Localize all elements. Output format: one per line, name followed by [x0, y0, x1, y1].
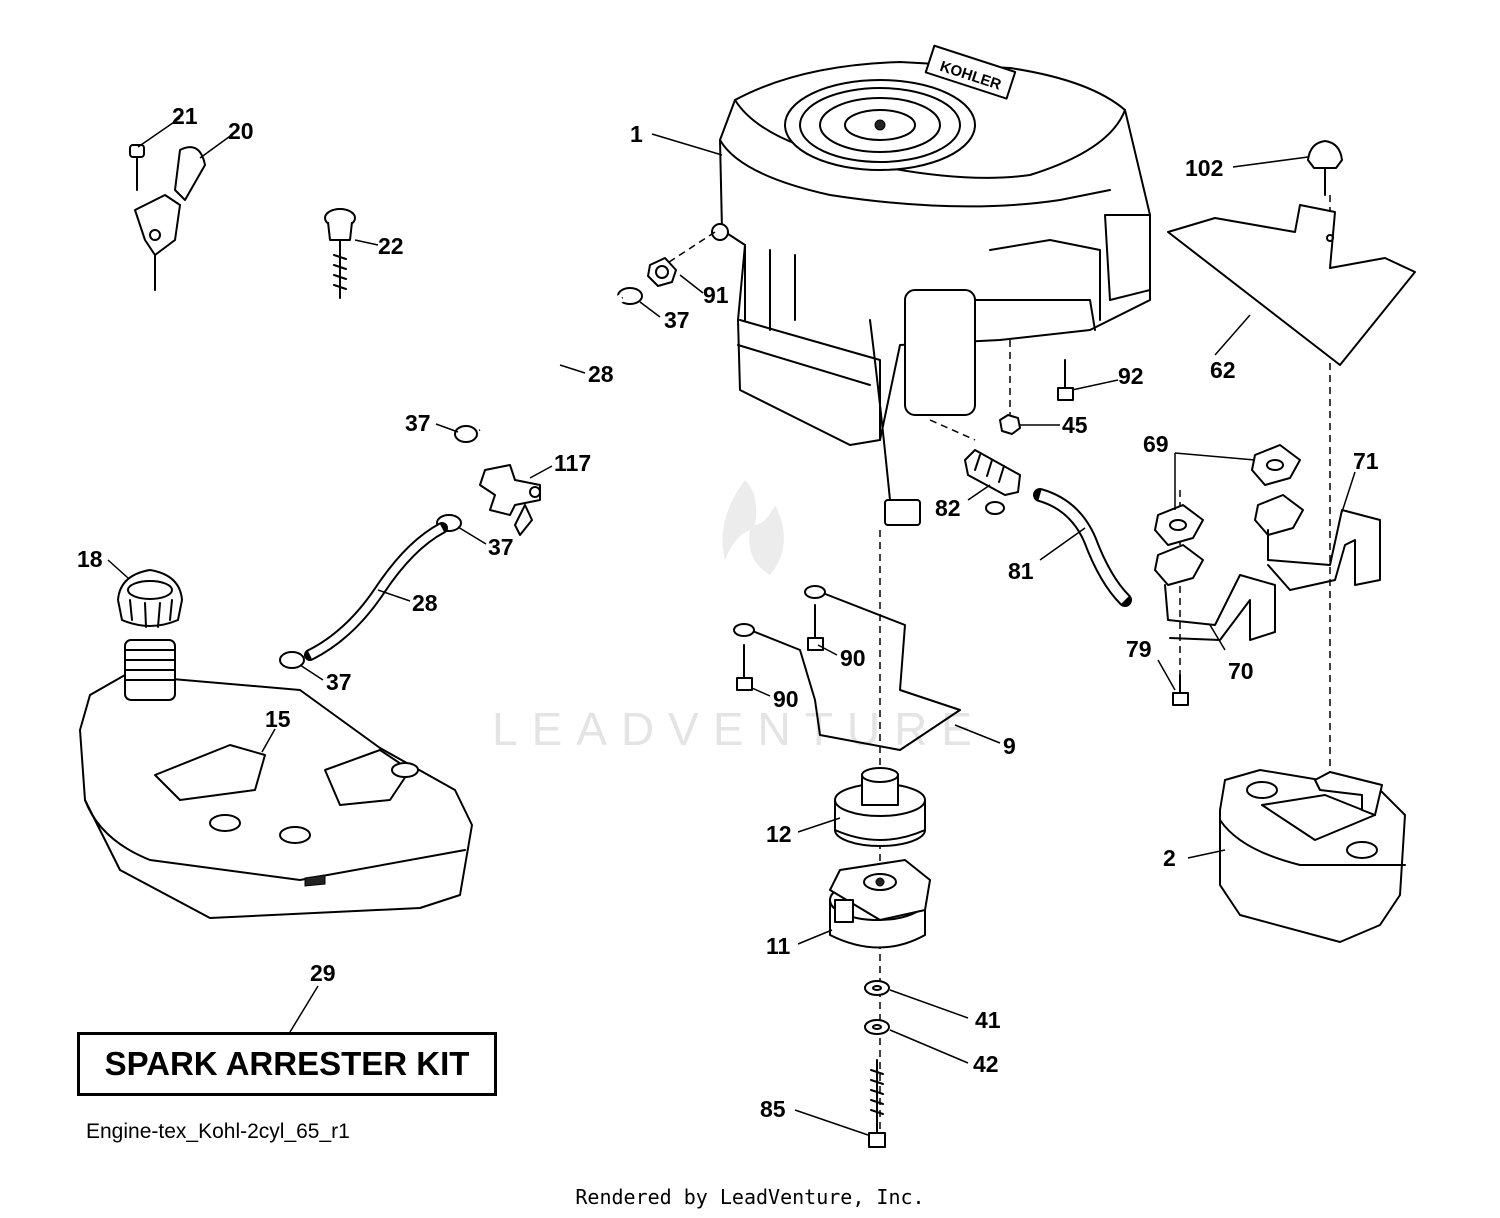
connector-part-82[interactable] — [964, 449, 1021, 515]
callout-9: 9 — [1003, 733, 1016, 759]
leader-lines — [107, 117, 1356, 1136]
bolt-part-85[interactable] — [868, 1059, 886, 1148]
bolt-part-92[interactable] — [1057, 359, 1074, 401]
exhaust-pipe-part-70[interactable] — [1154, 544, 1276, 641]
callout-2: 2 — [1163, 845, 1176, 871]
callout-28-top: 28 — [588, 361, 614, 387]
callout-37-bottom: 37 — [326, 669, 352, 695]
screw-part-21[interactable] — [129, 144, 145, 191]
callout-69: 69 — [1143, 431, 1169, 457]
callout-45: 45 — [1062, 412, 1088, 438]
credit-line: Rendered by LeadVenture, Inc. — [575, 1185, 925, 1209]
washer-part-41[interactable] — [864, 980, 890, 996]
callout-37-mid: 37 — [405, 410, 431, 436]
knob-part-22[interactable] — [324, 208, 356, 299]
fuel-tank-part-15[interactable] — [79, 639, 473, 919]
axis-82 — [929, 419, 976, 441]
bolt-part-90-right[interactable] — [807, 604, 824, 651]
callout-22: 22 — [378, 233, 404, 259]
callout-92: 92 — [1118, 363, 1144, 389]
gasket-part-69-lower[interactable] — [1154, 504, 1204, 546]
callout-labels: 1 21 20 22 91 37 28 37 117 37 28 18 37 1… — [77, 103, 1379, 1122]
pulley-part-12[interactable] — [834, 767, 926, 847]
callout-71: 71 — [1353, 448, 1379, 474]
diagram-id: Engine-tex_Kohl-2cyl_65_r1 — [86, 1120, 350, 1143]
callout-91: 91 — [703, 282, 729, 308]
callout-20: 20 — [228, 118, 254, 144]
bolt-part-79[interactable] — [1172, 674, 1189, 706]
callout-28-lower: 28 — [412, 590, 438, 616]
leadventure-watermark: LEADVENTURE — [492, 480, 986, 755]
callout-81: 81 — [1008, 558, 1034, 584]
exhaust-pipe-part-71[interactable] — [1254, 494, 1381, 591]
callout-117: 117 — [554, 450, 591, 476]
callout-102: 102 — [1185, 155, 1223, 181]
callout-82: 82 — [935, 495, 961, 521]
callout-21: 21 — [172, 103, 198, 129]
muffler-part-2[interactable] — [1219, 769, 1406, 943]
gasket-part-69-upper[interactable] — [1251, 444, 1301, 486]
fuel-hose-inner-top — [478, 294, 624, 434]
callout-79: 79 — [1126, 636, 1152, 662]
callout-90-right: 90 — [840, 645, 866, 671]
callout-29: 29 — [310, 960, 336, 986]
tube-inner-81 — [1038, 490, 1129, 604]
callout-85: 85 — [760, 1096, 786, 1122]
callout-37-top: 37 — [664, 307, 690, 333]
clamp-part-37-bottom[interactable] — [279, 651, 305, 669]
clutch-part-11[interactable] — [829, 859, 931, 949]
fuel-valve-part-117[interactable] — [479, 464, 541, 536]
callout-70: 70 — [1228, 658, 1254, 684]
callout-15: 15 — [265, 706, 291, 732]
spark-arrester-kit-label: SPARK ARRESTER KIT — [104, 1045, 470, 1082]
watermark-text: LEADVENTURE — [492, 703, 986, 755]
clamp-part-37-mid[interactable] — [454, 425, 478, 443]
fitting-part-91[interactable] — [647, 257, 677, 287]
callout-90-left: 90 — [773, 686, 799, 712]
spark-arrester-kit-box: SPARK ARRESTER KIT — [77, 1032, 497, 1096]
throttle-control-part-20[interactable] — [134, 146, 206, 291]
callout-37-lower: 37 — [488, 534, 514, 560]
bolt-part-90-left[interactable] — [736, 644, 753, 691]
heat-shield-part-62[interactable] — [1167, 204, 1416, 366]
callout-11: 11 — [766, 933, 791, 959]
callout-42: 42 — [973, 1051, 999, 1077]
nut-part-45[interactable] — [999, 414, 1021, 435]
fuel-cap-part-18[interactable] — [117, 569, 183, 628]
engine-part-1[interactable]: KOHLER — [711, 44, 1151, 526]
washer-part-42[interactable] — [864, 1019, 890, 1035]
callout-62: 62 — [1210, 357, 1236, 383]
callout-12: 12 — [766, 821, 792, 847]
bracket-part-9[interactable] — [733, 585, 961, 751]
callout-1: 1 — [630, 121, 643, 147]
callout-18: 18 — [77, 546, 103, 572]
screw-part-102[interactable] — [1307, 140, 1343, 196]
callout-41: 41 — [975, 1007, 1001, 1033]
